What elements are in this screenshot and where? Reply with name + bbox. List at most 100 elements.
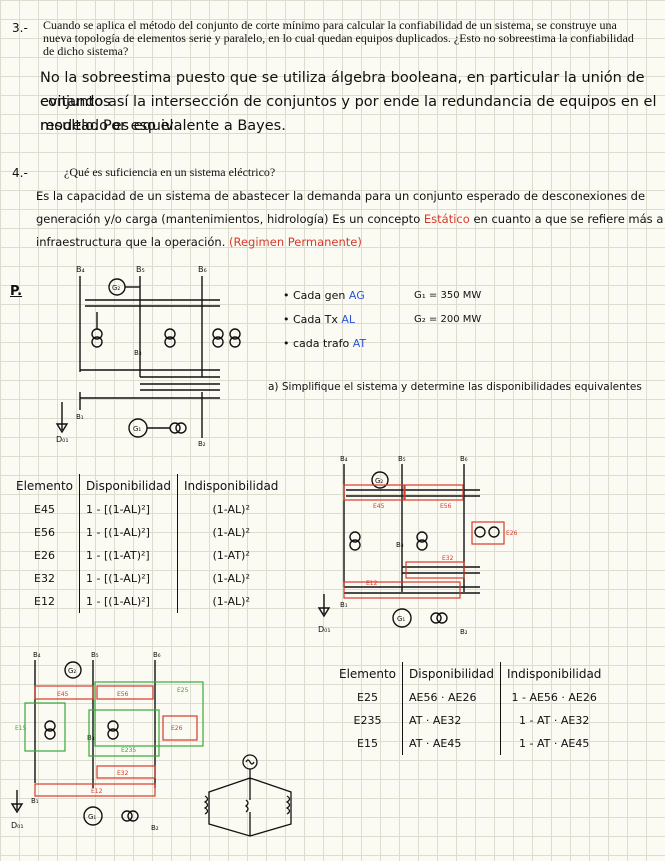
- problem-bullets: • Cada gen AG • Cada Tx AL • cada trafo …: [283, 284, 366, 356]
- bus-b2-label: B₂: [460, 628, 468, 636]
- bus-b5-label: B₅: [136, 265, 145, 274]
- e45-label: E45: [373, 503, 385, 510]
- e12-label: E12: [366, 580, 378, 587]
- table-cell: E32: [10, 567, 81, 590]
- q3-answer-line3: resultado es equivalente a Bayes.: [40, 118, 286, 134]
- table-cell: E25: [333, 686, 404, 709]
- bus-b1-label: B₁: [31, 797, 39, 805]
- bus-b4-label: B₄: [340, 455, 348, 463]
- load-label: D₀₁: [318, 625, 331, 634]
- bus-b4-label: B₄: [33, 651, 41, 659]
- circuit-diagram-original: B₄ B₅ B₆ G₂ B₃ B₁ D₀₁ G₁ B₂: [55, 265, 241, 447]
- table-cell: 1 - [(1-AL)²]: [79, 567, 178, 590]
- bus-b5-label: B₅: [398, 455, 406, 463]
- g2-label: G₂: [68, 667, 76, 675]
- bullet-trafo: • cada trafo AT: [283, 337, 367, 350]
- q3-answer-line1: No la sobreestima puesto que se utiliza …: [40, 70, 645, 110]
- bus-b6-label: B₆: [460, 455, 468, 463]
- g2-label: G₂: [112, 284, 120, 292]
- q4-answer-line3: infraestructura que la operación.: [36, 235, 226, 249]
- table-cell: AT · AE45: [402, 732, 501, 755]
- table-cell: 1 - [(1-AL)²]: [79, 498, 178, 521]
- q4-answer-static: Estático: [423, 212, 470, 226]
- g2-label: G₂: [375, 477, 383, 485]
- t2-header-unavail: Indisponibilidad: [506, 667, 602, 681]
- table-cell: AE56 · AE26: [402, 686, 501, 709]
- e56-label: E56: [440, 503, 452, 510]
- q4-answer-line2-end: en cuanto a que se refiere más a la: [473, 212, 665, 226]
- bullet-tx: • Cada Tx AL: [283, 313, 356, 326]
- table-cell: (1-AT)²: [212, 549, 250, 562]
- e15-label: E15: [15, 725, 27, 732]
- q3-number: 3.-: [12, 21, 28, 35]
- e45-label: E45: [57, 691, 69, 698]
- t2-header-element: Elemento: [333, 662, 404, 686]
- e32-label: E32: [117, 770, 129, 777]
- g1-value: G₁ = 350 MW: [414, 290, 482, 301]
- table-cell: AT · AE32: [402, 709, 501, 732]
- bus-b1-label: B₁: [76, 413, 84, 421]
- q4-answer-regime: (Regimen Permanente): [229, 235, 362, 249]
- q3-question: Cuando se aplica el método del conjunto …: [43, 18, 634, 58]
- table-cell: (1-AL)²: [212, 572, 250, 585]
- table-cell: (1-AL)²: [212, 503, 250, 516]
- q3-answer-line2: evitando así la intersección de conjunto…: [40, 94, 657, 134]
- e32-label: E32: [442, 555, 454, 562]
- g1-label: G₁: [88, 813, 96, 821]
- table-cell: 1 - [(1-AL)²]: [79, 590, 178, 613]
- network-sketch: [203, 754, 292, 837]
- problem-label: P.: [10, 284, 23, 299]
- e56-label: E56: [117, 691, 129, 698]
- q4-answer-line2: generación y/o carga (mantenimientos, hi…: [36, 212, 421, 226]
- t1-header-element: Elemento: [10, 474, 81, 498]
- table-cell: E12: [10, 590, 81, 613]
- g1-label: G₁: [397, 615, 405, 623]
- problem-task: a) Simplifique el sistema y determine la…: [268, 381, 642, 393]
- table-cell: E56: [10, 521, 81, 544]
- q4-answer-line3-wrap: infraestructura que la operación. (Regim…: [36, 232, 362, 253]
- table-cell: 1 - [(1-AL)²]: [79, 521, 178, 544]
- table-cell: E45: [10, 498, 81, 521]
- bus-b3-label: B₃: [134, 349, 142, 357]
- table-cell: 1 - AT · AE45: [519, 737, 590, 750]
- e26-label: E26: [171, 725, 183, 732]
- t1-header-avail: Disponibilidad: [79, 474, 178, 498]
- circuit-diagram-simplified: B₄ B₅ B₆ G₂ B₃ B₁ D₀₁ G₁ B₂ E45 E56 E26 …: [10, 651, 204, 832]
- q4-answer-line2-wrap: generación y/o carga (mantenimientos, hi…: [36, 209, 665, 230]
- bullet-gen: • Cada gen AG: [283, 289, 365, 302]
- e26-label: E26: [506, 530, 518, 537]
- bus-b4-label: B₄: [76, 265, 85, 274]
- g2-value: G₂ = 200 MW: [414, 314, 482, 325]
- bus-b6-label: B₆: [198, 265, 207, 274]
- table-cell: (1-AL)²: [212, 526, 250, 539]
- table-cell: 1 - AT · AE32: [519, 714, 590, 727]
- g1-label: G₁: [133, 425, 141, 433]
- t1-header-unavail: Indisponibilidad: [183, 479, 279, 493]
- load-label: D₀₁: [56, 435, 69, 444]
- bus-b1-label: B₁: [340, 601, 348, 609]
- bus-b5-label: B₅: [91, 651, 99, 659]
- table-cell: 1 - AE56 · AE26: [511, 691, 597, 704]
- e12-label: E12: [91, 788, 103, 795]
- bus-b3-label: B₃: [87, 734, 95, 742]
- table-cell: E26: [10, 544, 81, 567]
- bus-b2-label: B₂: [151, 824, 159, 832]
- table-cell: E235: [333, 709, 404, 732]
- t2-header-avail: Disponibilidad: [402, 662, 501, 686]
- gen-values: G₁ = 350 MW G₂ = 200 MW: [414, 284, 481, 332]
- circuit-diagram-annotated: B₄ B₅ B₆ G₂ B₃ B₁ D₀₁ G₁ B₂ E45 E56 E26 …: [317, 455, 518, 636]
- e25-label: E25: [177, 687, 189, 694]
- load-label: D₀₁: [11, 821, 24, 830]
- q4-question: ¿Qué es suficiencia en un sistema eléctr…: [64, 165, 276, 179]
- bus-b3-label: B₃: [396, 541, 404, 549]
- e235-label: E235: [121, 747, 136, 754]
- bus-b2-label: B₂: [198, 440, 206, 447]
- table-cell: (1-AL)²: [212, 595, 250, 608]
- q4-number: 4.-: [12, 166, 28, 180]
- table-cell: 1 - [(1-AT)²]: [79, 544, 178, 567]
- bus-b6-label: B₆: [153, 651, 161, 659]
- table-cell: E15: [333, 732, 404, 755]
- q4-answer-line1: Es la capacidad de un sistema de abastec…: [36, 189, 646, 203]
